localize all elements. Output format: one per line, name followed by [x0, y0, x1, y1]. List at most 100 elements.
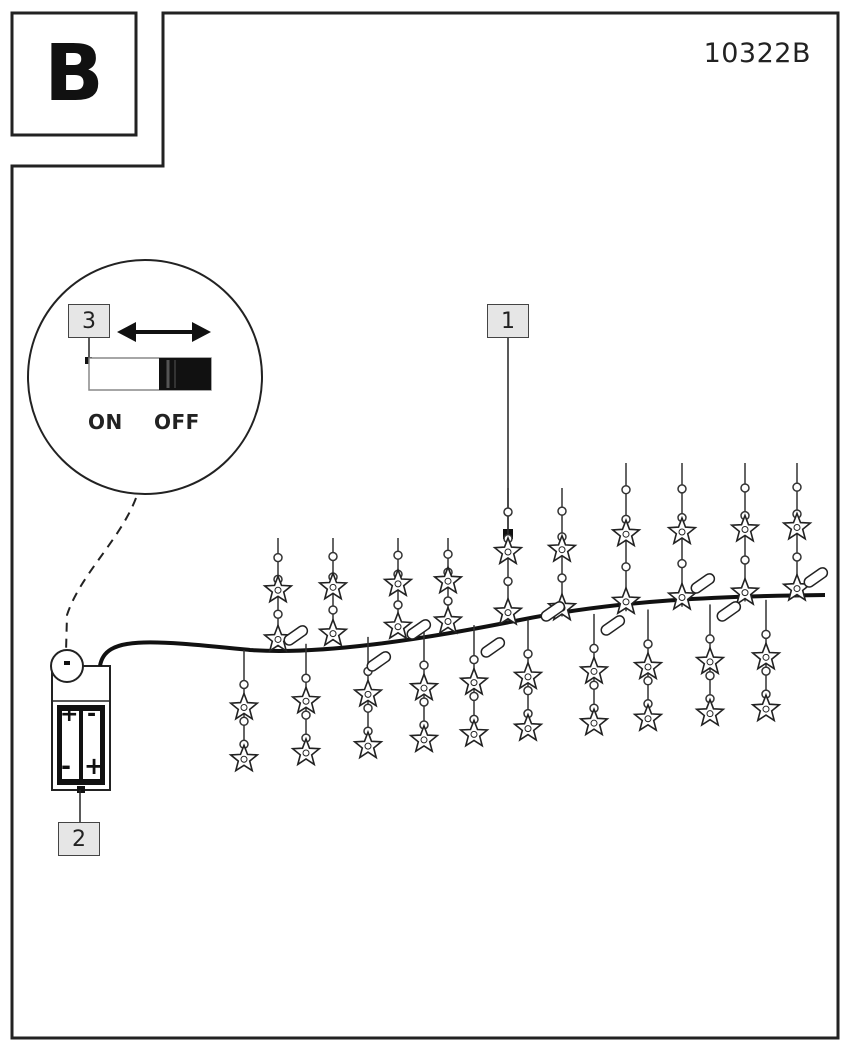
star-strand [781, 463, 813, 602]
bead [328, 551, 338, 562]
star-light-icon [632, 702, 664, 732]
star-light-icon [432, 605, 464, 635]
star-strand [610, 463, 642, 615]
bead [761, 629, 771, 640]
bead [419, 660, 429, 670]
star-strand [408, 630, 440, 753]
callout-2: 2 [58, 822, 100, 856]
bead [589, 680, 599, 690]
star-light-icon [408, 671, 440, 702]
star-light-icon [262, 574, 294, 604]
star-light-icon [632, 650, 664, 681]
letter-box [10, 11, 138, 137]
bead [363, 703, 373, 713]
star-light-icon [729, 576, 761, 606]
star-light-icon [578, 706, 610, 737]
star-strand [262, 538, 294, 653]
battery-box-foot [77, 786, 85, 793]
connector-plug [283, 625, 309, 646]
star-light-icon [458, 666, 490, 696]
star-light-icon [290, 736, 322, 767]
star-light-icon [750, 692, 782, 723]
star-light-icon [492, 535, 524, 566]
bead [740, 483, 750, 493]
bead [443, 549, 453, 559]
bead [328, 605, 338, 615]
battery-plus-bottom-right: + [84, 752, 105, 780]
star-strand [694, 604, 726, 727]
bead [643, 676, 653, 686]
bead [239, 716, 249, 727]
model-code: 10322B [703, 38, 811, 69]
star-light-icon [317, 571, 349, 601]
star-light-icon [694, 645, 726, 676]
star-light-icon [317, 617, 349, 647]
bead [705, 670, 715, 681]
connector-plug [690, 573, 716, 594]
bead [792, 482, 802, 492]
bead [301, 673, 311, 684]
star-strand [290, 643, 322, 767]
star-light-icon [666, 515, 698, 546]
battery-switch-circle [50, 649, 84, 683]
bead [523, 685, 533, 696]
star-strand [666, 463, 698, 611]
battery-minus-bottom-left: - [61, 752, 71, 780]
section-letter: B [44, 29, 104, 119]
bead [419, 697, 429, 707]
light-strands [228, 463, 829, 773]
star-light-icon [666, 581, 698, 611]
bead [705, 634, 715, 644]
star-light-icon [729, 513, 761, 543]
bead [523, 649, 533, 659]
switch-off-label: OFF [154, 410, 200, 434]
star-light-icon [546, 533, 578, 563]
star-strand [317, 538, 349, 647]
star-strand [512, 619, 544, 742]
star-light-icon [750, 641, 782, 671]
bead [792, 552, 802, 562]
star-strand [750, 599, 782, 723]
bead [677, 484, 687, 494]
bead [301, 710, 311, 720]
bead [273, 609, 283, 619]
bead [643, 639, 653, 649]
connector-plug [366, 651, 392, 672]
star-light-icon [694, 697, 726, 727]
star-light-icon [458, 718, 490, 748]
star-light-icon [290, 685, 322, 715]
connector-plug [480, 637, 506, 658]
bead [503, 507, 513, 517]
star-strand [382, 538, 414, 640]
bead [557, 573, 567, 583]
bead [393, 550, 403, 560]
star-strand [432, 538, 464, 635]
connector-plug [600, 615, 626, 636]
connector-plug [803, 567, 829, 588]
bead [621, 484, 631, 495]
dashed-connector [65, 497, 137, 653]
switch-on-label: ON [88, 410, 123, 434]
bead [393, 600, 403, 610]
star-light-icon [228, 691, 260, 721]
double-arrow-icon [117, 322, 211, 342]
connector-plug [406, 619, 432, 640]
star-light-icon [610, 585, 642, 615]
star-light-icon [352, 729, 384, 760]
bead [503, 576, 513, 587]
star-strand [492, 488, 524, 626]
bead [239, 679, 249, 690]
star-strand [729, 463, 761, 606]
star-light-icon [492, 596, 524, 626]
bead [589, 643, 599, 654]
callout-3: 3 [68, 304, 110, 338]
star-strand [578, 613, 610, 737]
bead [469, 691, 479, 702]
star-strand [632, 609, 664, 732]
star-strand [352, 636, 384, 760]
bead [273, 552, 283, 563]
star-light-icon [512, 712, 544, 742]
bead [621, 562, 631, 572]
